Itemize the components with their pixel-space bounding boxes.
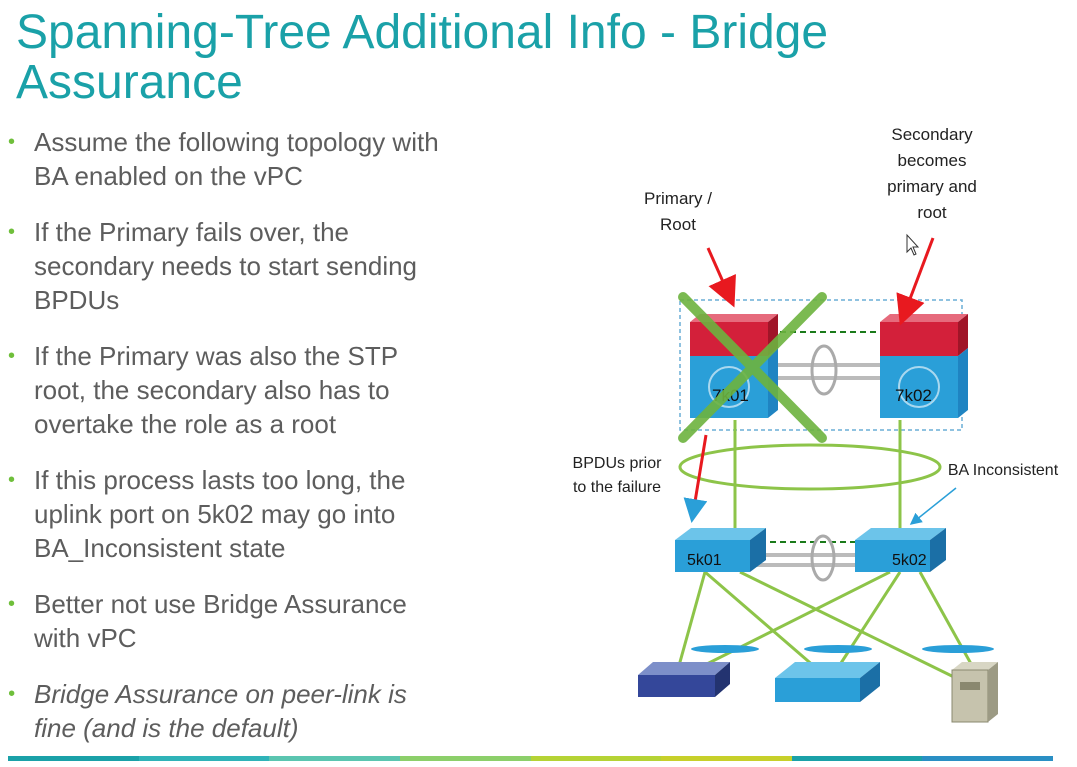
bullet-line: fine (and is the default) <box>34 713 299 743</box>
label-secondary-line1: Secondary <box>891 125 973 144</box>
label-bpdus-line1: BPDUs prior <box>572 455 662 472</box>
bpdu-arrow <box>683 434 708 523</box>
node-label-7k02: 7k02 <box>895 386 932 405</box>
label-primary: Primary / Root <box>633 186 723 238</box>
bullet-item: Bridge Assurance on peer-link is fine (an… <box>0 677 520 745</box>
topology-diagram: 7k01 7k02 5k01 5k02 <box>540 110 1070 735</box>
ba-inconsistent-arrow <box>909 487 957 525</box>
access-switch-5k02 <box>855 528 946 572</box>
bullet-line: secondary needs to start sending <box>34 251 418 281</box>
bullet-line: Assume the following topology with <box>34 127 439 157</box>
footer-segment <box>661 756 792 761</box>
node-label-5k02: 5k02 <box>892 552 927 569</box>
footer-segment <box>8 756 139 761</box>
label-primary-line1: Primary / <box>644 189 712 208</box>
bullet-line: Better not use Bridge Assurance <box>34 589 407 619</box>
label-ba-inconsistent: BA Inconsistent <box>947 462 1059 479</box>
bullet-item: If the Primary fails over, the secondary … <box>0 215 520 317</box>
bullet-line: BA_Inconsistent state <box>34 533 286 563</box>
access-switch-5k01 <box>675 528 766 572</box>
bullet-item: If the Primary was also the STP root, the… <box>0 339 520 441</box>
bullet-line: If the Primary fails over, the <box>34 217 350 247</box>
footer-segment <box>922 756 1053 761</box>
bullet-line: Bridge Assurance on peer-link is <box>34 679 407 709</box>
footer-color-bar <box>8 756 1053 761</box>
label-secondary-line4: root <box>917 203 947 222</box>
bullet-item: Better not use Bridge Assurance with vPC <box>0 587 520 655</box>
topology-svg: 7k01 7k02 5k01 5k02 <box>638 233 998 723</box>
bullet-line: overtake the role as a root <box>34 409 337 439</box>
host-port-channels <box>691 645 994 653</box>
bullet-line: root, the secondary also has to <box>34 375 390 405</box>
secondary-arrow <box>896 237 935 326</box>
footer-segment <box>269 756 400 761</box>
core-peer-link <box>770 331 880 396</box>
access-peer-link <box>750 534 870 582</box>
bullet-line: If the Primary was also the STP <box>34 341 399 371</box>
label-secondary-line2: becomes <box>897 151 967 170</box>
label-primary-line2: Root <box>660 215 696 234</box>
footer-segment <box>399 756 531 761</box>
node-label-5k01: 5k01 <box>687 552 722 569</box>
cursor-icon <box>906 233 920 256</box>
server-icon <box>951 662 998 723</box>
bullet-line: If this process lasts too long, the <box>34 465 406 495</box>
uplinks <box>678 420 942 542</box>
bullet-line: uplink port on 5k02 may go into <box>34 499 396 529</box>
bullet-line: BA enabled on the vPC <box>34 161 303 191</box>
label-bpdus-line2: to the failure <box>572 479 662 496</box>
primary-arrow <box>706 247 736 308</box>
label-secondary: Secondary becomes primary and root <box>882 122 982 226</box>
slide-title: Spanning-Tree Additional Info - Bridge A… <box>16 6 829 109</box>
core-switch-7k02 <box>880 314 968 418</box>
host-switch-1 <box>638 662 730 697</box>
footer-segment <box>138 756 270 761</box>
footer-segment <box>791 756 923 761</box>
failure-cross <box>678 292 827 443</box>
bullet-line: BPDUs <box>34 285 120 315</box>
host-switch-2 <box>775 662 880 702</box>
label-secondary-line3: primary and <box>887 177 977 196</box>
bullet-line: with vPC <box>34 623 137 653</box>
footer-segment <box>530 756 662 761</box>
bullet-item: If this process lasts too long, the uplin… <box>0 463 520 565</box>
label-bpdus: BPDUs prior to the failure <box>554 452 680 500</box>
bullet-item: Assume the following topology with BA ena… <box>0 125 520 193</box>
bullet-list: Assume the following topology with BA ena… <box>0 125 520 767</box>
